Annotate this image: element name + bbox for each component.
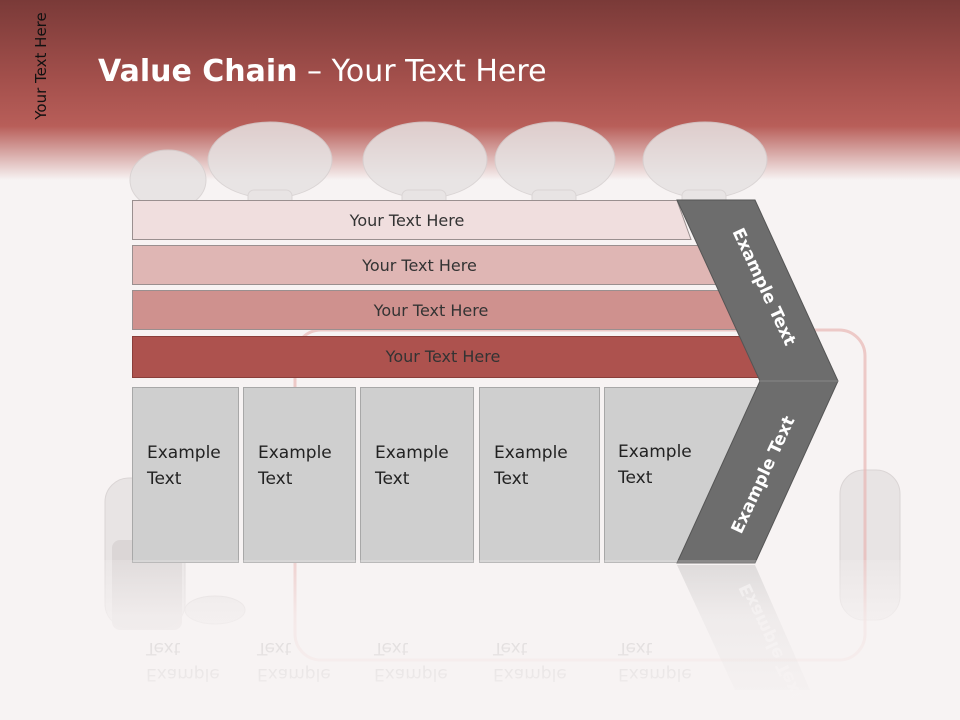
band-2: Your Text Here: [132, 245, 717, 285]
band-2-label: Your Text Here: [362, 255, 477, 275]
reflection-fade: [0, 560, 960, 720]
box-4-line1: Example: [494, 443, 568, 463]
box-5-line2: Text: [618, 468, 653, 488]
box-1-line1: Example: [147, 443, 221, 463]
box-4-line2: Text: [494, 469, 529, 489]
box-2-line2: Text: [258, 469, 293, 489]
band-1-label: Your Text Here: [349, 210, 465, 230]
band-1: Your Text Here: [132, 200, 692, 240]
box-2-line1: Example: [258, 443, 332, 463]
band-1-shape: [132, 200, 692, 240]
title-bold: Value Chain: [98, 54, 298, 89]
title-rest: – Your Text Here: [297, 54, 547, 89]
box-3-line2: Text: [375, 469, 410, 489]
band-3-label: Your Text Here: [373, 300, 489, 320]
box-3-line1: Example: [375, 443, 449, 463]
band-4-label: Your Text Here: [385, 346, 501, 366]
band-3: Your Text Here: [132, 290, 740, 330]
box-5-line1: Example: [618, 442, 692, 462]
slide-title: Value Chain – Your Text Here: [98, 54, 547, 89]
box-1-line2: Text: [147, 469, 182, 489]
